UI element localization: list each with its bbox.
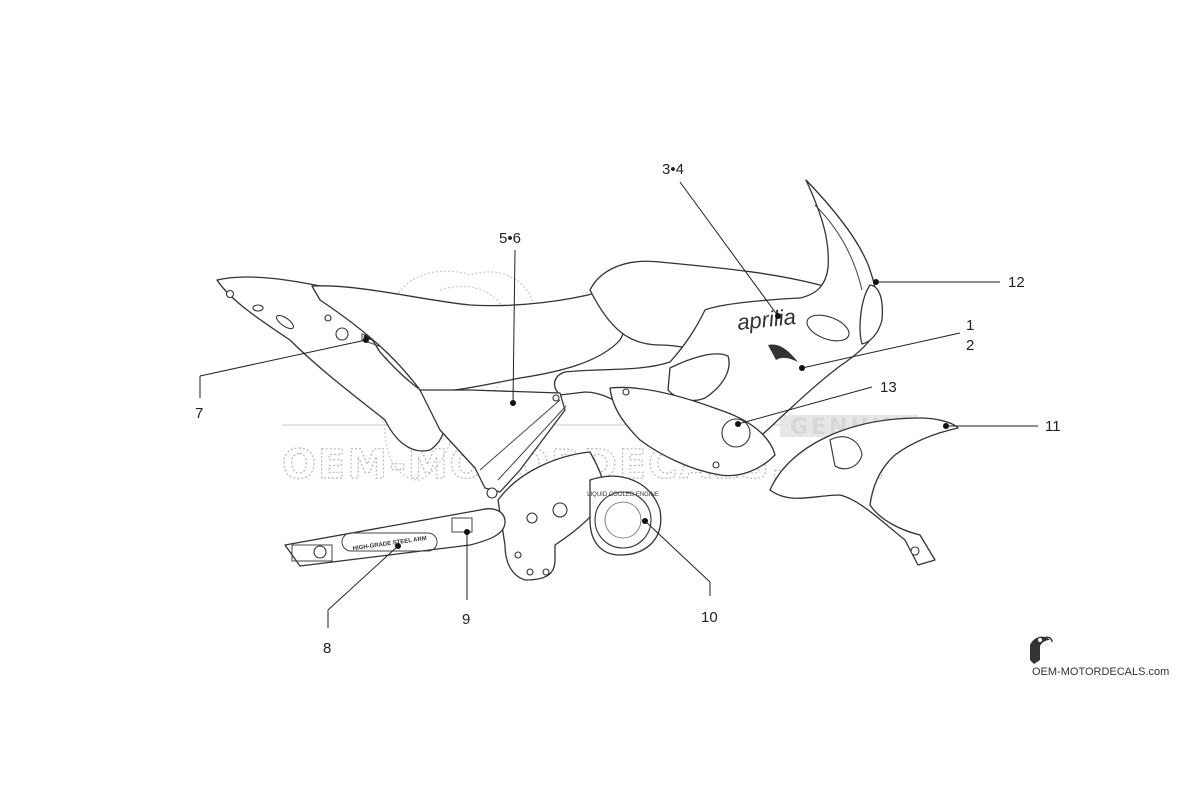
engine-side	[497, 451, 605, 581]
logo-text: OEM-MOTORDECALS.com	[1032, 666, 1169, 678]
watermark-bird-icon	[382, 270, 537, 481]
leader-3-4	[679, 181, 779, 317]
callout-dot-13	[735, 421, 741, 427]
callout-dot-12	[873, 279, 879, 285]
leader-lines	[199, 181, 1038, 628]
callout-10: 10	[701, 609, 718, 626]
swingarm: HIGH-GRADE STEEL ARM	[284, 508, 506, 567]
callout-dot-9	[464, 529, 470, 535]
front-fairing: aprilia	[553, 179, 884, 457]
leader-13	[737, 386, 873, 425]
callout-8: 8	[323, 640, 331, 657]
callout-dot-11	[943, 423, 949, 429]
callout-dot-10	[642, 518, 648, 524]
frame	[419, 386, 776, 499]
callout-dot-1-2	[799, 365, 805, 371]
callout-5-6: 5•6	[499, 230, 521, 247]
leader-8b	[327, 545, 399, 611]
seat	[311, 285, 627, 393]
callout-2: 2	[966, 337, 974, 354]
leader-5-6	[512, 249, 516, 404]
swingarm-decal-plate	[341, 532, 438, 552]
bird-logo-icon	[1030, 636, 1053, 664]
callout-7: 7	[195, 405, 203, 422]
swingarm-small-decal	[451, 517, 473, 533]
aprilia-decal: aprilia	[736, 304, 797, 335]
callout-13: 13	[880, 379, 897, 396]
callout-dot-8	[395, 543, 401, 549]
callout-dot-7	[363, 337, 369, 343]
callout-11: 11	[1045, 418, 1061, 435]
leader-1-2	[801, 332, 961, 369]
callout-dot-5-6	[510, 400, 516, 406]
leader-10b	[644, 520, 711, 583]
callout-1: 1	[966, 317, 974, 334]
callout-3-4: 3•4	[662, 161, 684, 178]
aprilia-logo-decal	[768, 344, 798, 362]
site-logo: OEM-MOTORDECALS.com	[1030, 636, 1169, 678]
callout-12: 12	[1008, 274, 1025, 291]
engine-cover: LIQUID COOLED ENGINE	[587, 475, 662, 556]
front-fender	[769, 417, 959, 566]
callout-labels: 3•4 5•6 12 1 2 13 7 11 9 10 8	[195, 161, 1061, 657]
callout-9: 9	[462, 611, 470, 628]
rear-fender-logo	[721, 418, 751, 448]
cooler-decal: LIQUID COOLED ENGINE	[587, 492, 659, 498]
leader-7b	[199, 339, 367, 377]
callout-dot-3-4	[775, 313, 781, 319]
